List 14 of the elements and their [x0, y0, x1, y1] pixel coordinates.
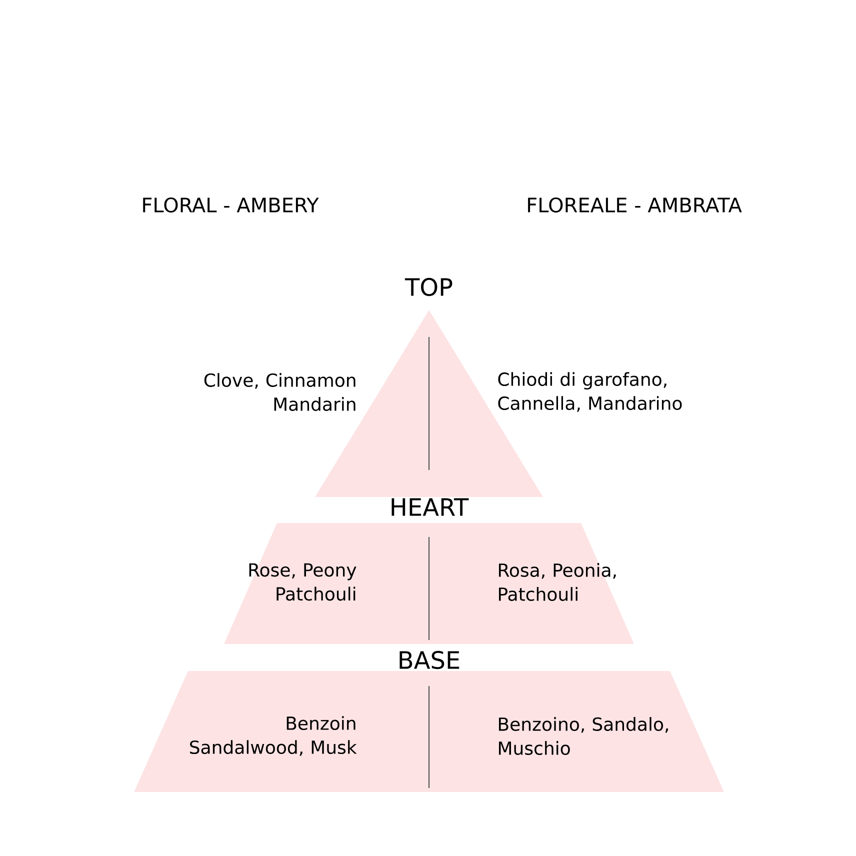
band-heading: BASE — [400, 650, 460, 670]
note-text: Chiodi di garofano, Cannella, Mandarino — [498, 372, 682, 412]
note-text: Rose, Peony Patchouli — [249, 563, 356, 601]
band-heading: HEART — [392, 498, 469, 516]
category-label: FLOREALE - AMBRATA — [528, 197, 742, 213]
pyramid-band — [204, 278, 682, 497]
pyramid-band — [134, 650, 724, 792]
note-text: Rosa, Peonia, Patchouli — [498, 563, 616, 601]
category-label: FLORAL - AMBERY — [143, 197, 319, 213]
note-text: Benzoino, Sandalo, Muschio — [498, 717, 668, 755]
pyramid-band — [224, 498, 634, 644]
note-text: Benzoin Sandalwood, Musk — [190, 716, 357, 756]
band-heading: TOP — [404, 278, 452, 296]
note-text: Clove, Cinnamon Mandarin — [204, 373, 356, 411]
